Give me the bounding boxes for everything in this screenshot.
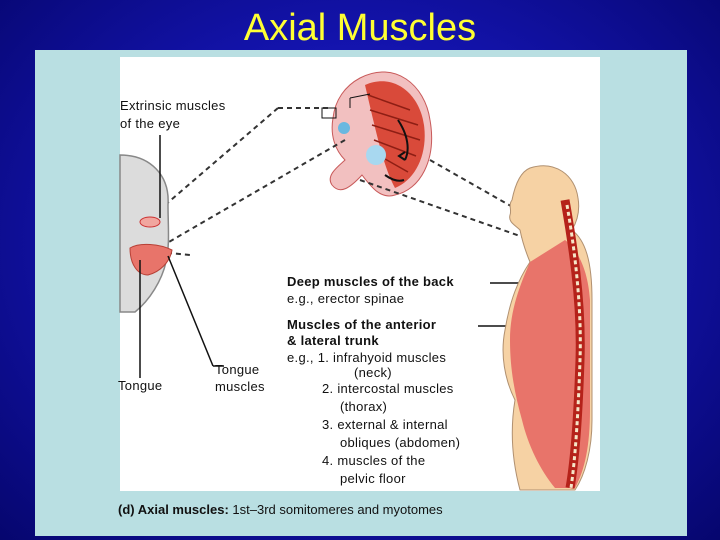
label-trunk-muscles-line2: & lateral trunk bbox=[287, 333, 379, 348]
label-trunk-item-4-sub: pelvic floor bbox=[340, 471, 406, 486]
label-trunk-item-1: e.g., 1. infrahyoid muscles bbox=[287, 350, 447, 365]
embryo-heart bbox=[366, 145, 386, 165]
head-profile-illustration bbox=[119, 154, 173, 313]
label-eye-muscles-line2: of the eye bbox=[120, 116, 181, 131]
label-deep-back-muscles: Deep muscles of the back bbox=[287, 274, 454, 289]
figure-caption: (d) Axial muscles: 1st–3rd somitomeres a… bbox=[118, 502, 443, 517]
label-trunk-item-3: 3. external & internal bbox=[322, 417, 448, 432]
label-trunk-item-2: 2. intercostal muscles bbox=[322, 381, 454, 396]
caption-text: 1st–3rd somitomeres and myotomes bbox=[228, 502, 443, 517]
label-tongue-muscles-line1: Tongue bbox=[215, 362, 260, 377]
torso-illustration bbox=[502, 165, 593, 491]
label-trunk-item-2-sub: (thorax) bbox=[340, 399, 388, 414]
label-erector-spinae: e.g., erector spinae bbox=[287, 291, 405, 306]
embryo-illustration bbox=[321, 71, 433, 197]
label-tongue-muscles-line2: muscles bbox=[215, 379, 265, 394]
label-trunk-muscles-line1: Muscles of the anterior bbox=[287, 317, 437, 332]
label-trunk-item-3-sub: obliques (abdomen) bbox=[340, 435, 461, 450]
connector-lines bbox=[149, 107, 561, 256]
label-tongue: Tongue bbox=[118, 378, 163, 393]
embryo-eye bbox=[338, 122, 350, 134]
slide-title: Axial Muscles bbox=[243, 7, 477, 49]
label-eye-muscles-line1: Extrinsic muscles bbox=[120, 98, 226, 113]
label-trunk-item-4: 4. muscles of the bbox=[322, 453, 426, 468]
label-trunk-item-1-sub: (neck) bbox=[354, 365, 392, 380]
caption-prefix: (d) Axial muscles: bbox=[118, 502, 229, 517]
